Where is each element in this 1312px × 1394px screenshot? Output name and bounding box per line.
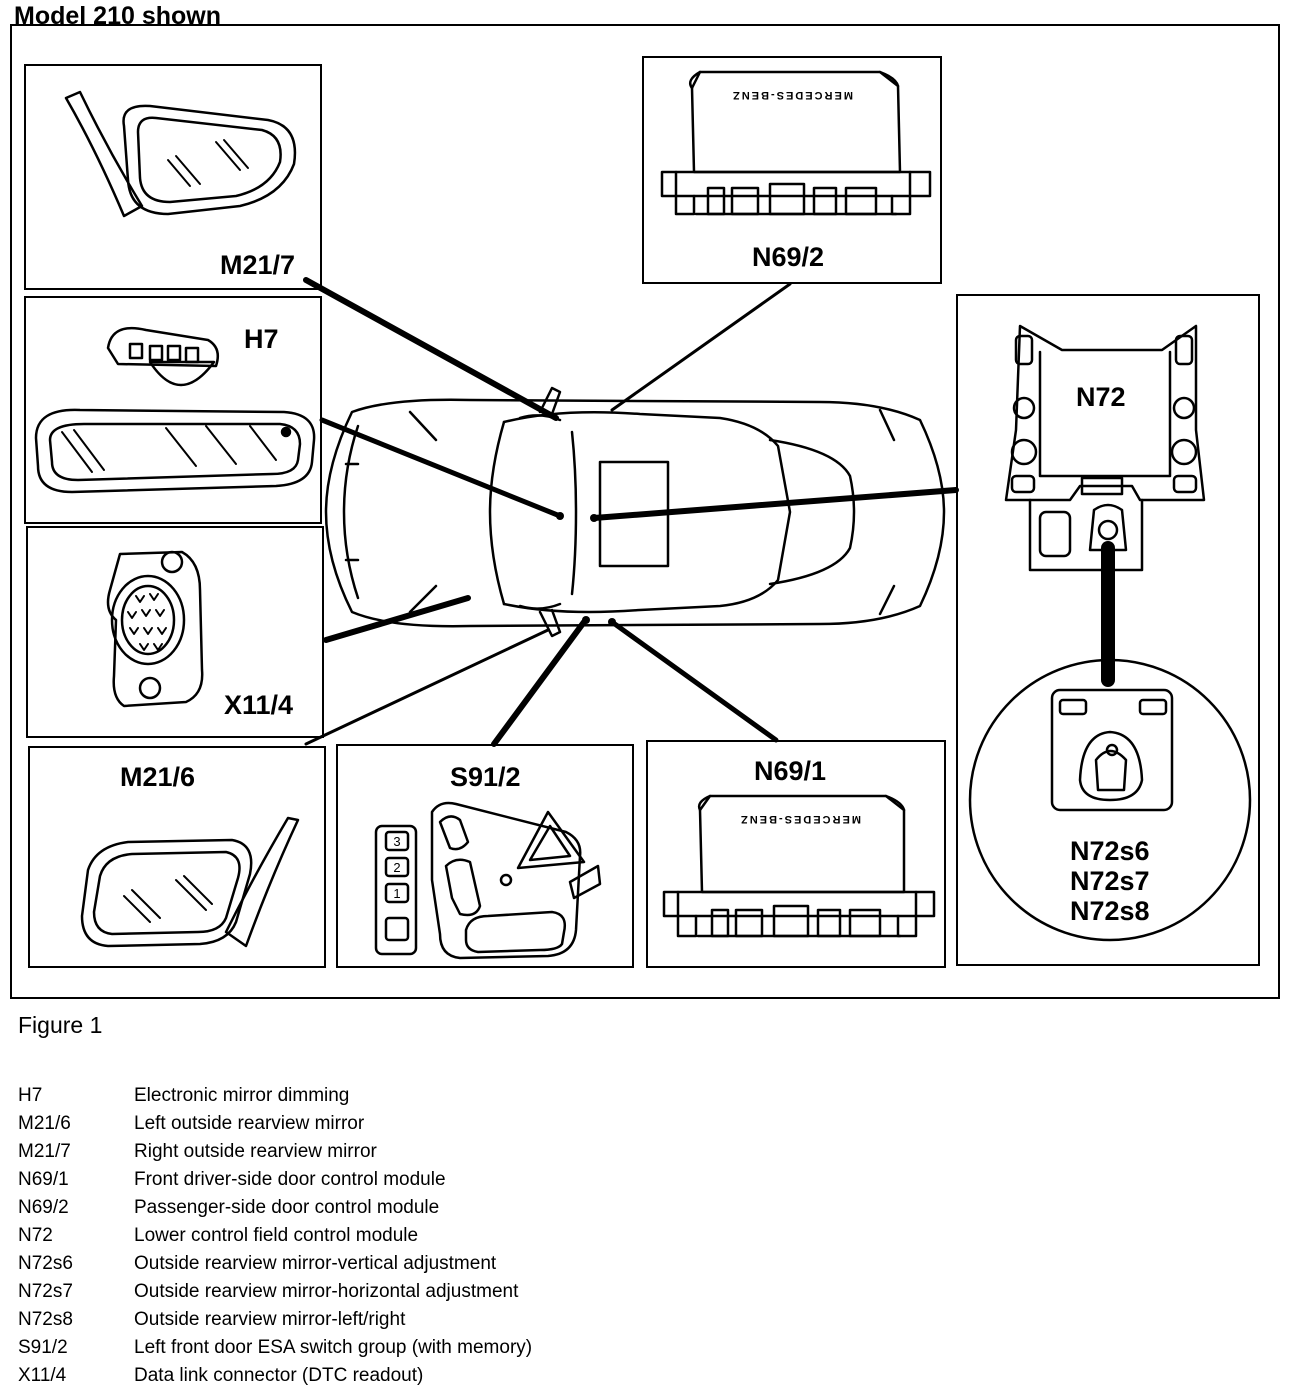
label-m21-6: M21/6 [120, 762, 196, 792]
legend-row: X11/4 Data link connector (DTC readout) [18, 1362, 532, 1390]
label-n72: N72 [1076, 382, 1126, 412]
legend-desc: Left front door ESA switch group (with m… [134, 1337, 533, 1358]
door-module-n69-2-illustration [660, 70, 932, 216]
left-mirror-illustration [80, 816, 300, 948]
switch-button-3: 3 [393, 834, 400, 849]
legend-desc: Lower control field control module [134, 1225, 419, 1246]
label-x11-4: X11/4 [224, 690, 294, 720]
legend-code: N72s7 [18, 1281, 73, 1302]
legend-desc: Electronic mirror dimming [134, 1085, 350, 1106]
legend-code: N69/1 [18, 1169, 69, 1190]
legend-row: N69/1 Front driver-side door control modu… [18, 1166, 532, 1194]
legend-code: N72 [18, 1225, 53, 1246]
module-brand-n69-2: MERCEDES-BENZ [731, 89, 853, 101]
legend-desc: Left outside rearview mirror [134, 1113, 365, 1134]
legend-desc: Front driver-side door control module [134, 1169, 446, 1190]
legend-row: N72s8 Outside rearview mirror-left/right [18, 1306, 532, 1334]
legend-row: H7 Electronic mirror dimming [18, 1082, 532, 1110]
label-n72s6: N72s6 [1070, 836, 1150, 866]
interior-mirror-illustration [34, 326, 316, 494]
right-mirror-illustration [64, 90, 297, 218]
figure-frame [10, 24, 1280, 999]
legend-code: S91/2 [18, 1337, 68, 1358]
label-m21-7: M21/7 [220, 250, 296, 280]
legend-code: N72s6 [18, 1253, 73, 1274]
switch-button-1: 1 [393, 886, 400, 901]
legend: H7 Electronic mirror dimming M21/6 Left ou… [18, 1082, 532, 1390]
legend-desc: Data link connector (DTC readout) [134, 1365, 424, 1386]
legend-row: M21/7 Right outside rearview mirror [18, 1138, 532, 1166]
legend-code: H7 [18, 1085, 43, 1106]
legend-code: M21/6 [18, 1113, 71, 1134]
leader-lines [303, 277, 1115, 747]
legend-row: N72 Lower control field control module [18, 1222, 532, 1250]
figure-caption: Figure 1 [18, 1012, 103, 1038]
legend-row: N72s6 Outside rearview mirror-vertical ad… [18, 1250, 532, 1278]
legend-code: M21/7 [18, 1141, 71, 1162]
diagram-artwork: MERCEDES-BENZ MERCEDES-BENZ 3 2 1 [34, 70, 1252, 960]
switch-button-2: 2 [393, 860, 400, 875]
label-n72s8: N72s8 [1070, 896, 1150, 926]
data-link-connector-illustration [106, 550, 204, 708]
label-s91-2: S91/2 [450, 762, 521, 792]
label-n72s7: N72s7 [1070, 866, 1150, 896]
label-h7: H7 [244, 324, 279, 354]
legend-row: M21/6 Left outside rearview mirror [18, 1110, 532, 1138]
legend-desc: Passenger-side door control module [134, 1197, 440, 1218]
module-brand-n69-1: MERCEDES-BENZ [739, 813, 861, 825]
door-module-n69-1-illustration [662, 794, 936, 938]
label-n69-1: N69/1 [754, 756, 827, 786]
legend-desc: Outside rearview mirror-vertical adjustm… [134, 1253, 497, 1274]
legend-code: N69/2 [18, 1197, 69, 1218]
label-n69-2: N69/2 [752, 242, 825, 272]
legend-row: N72s7 Outside rearview mirror-horizontal … [18, 1278, 532, 1306]
legend-code: N72s8 [18, 1309, 73, 1330]
legend-code: X11/4 [18, 1365, 67, 1386]
panel-m21-6 [28, 746, 326, 968]
legend-desc: Right outside rearview mirror [134, 1141, 377, 1162]
legend-desc: Outside rearview mirror-horizontal adjus… [134, 1281, 519, 1302]
legend-row: S91/2 Left front door ESA switch group (w… [18, 1334, 532, 1362]
legend-desc: Outside rearview mirror-left/right [134, 1309, 406, 1330]
switch-group-illustration [374, 801, 602, 960]
legend-row: N69/2 Passenger-side door control module [18, 1194, 532, 1222]
